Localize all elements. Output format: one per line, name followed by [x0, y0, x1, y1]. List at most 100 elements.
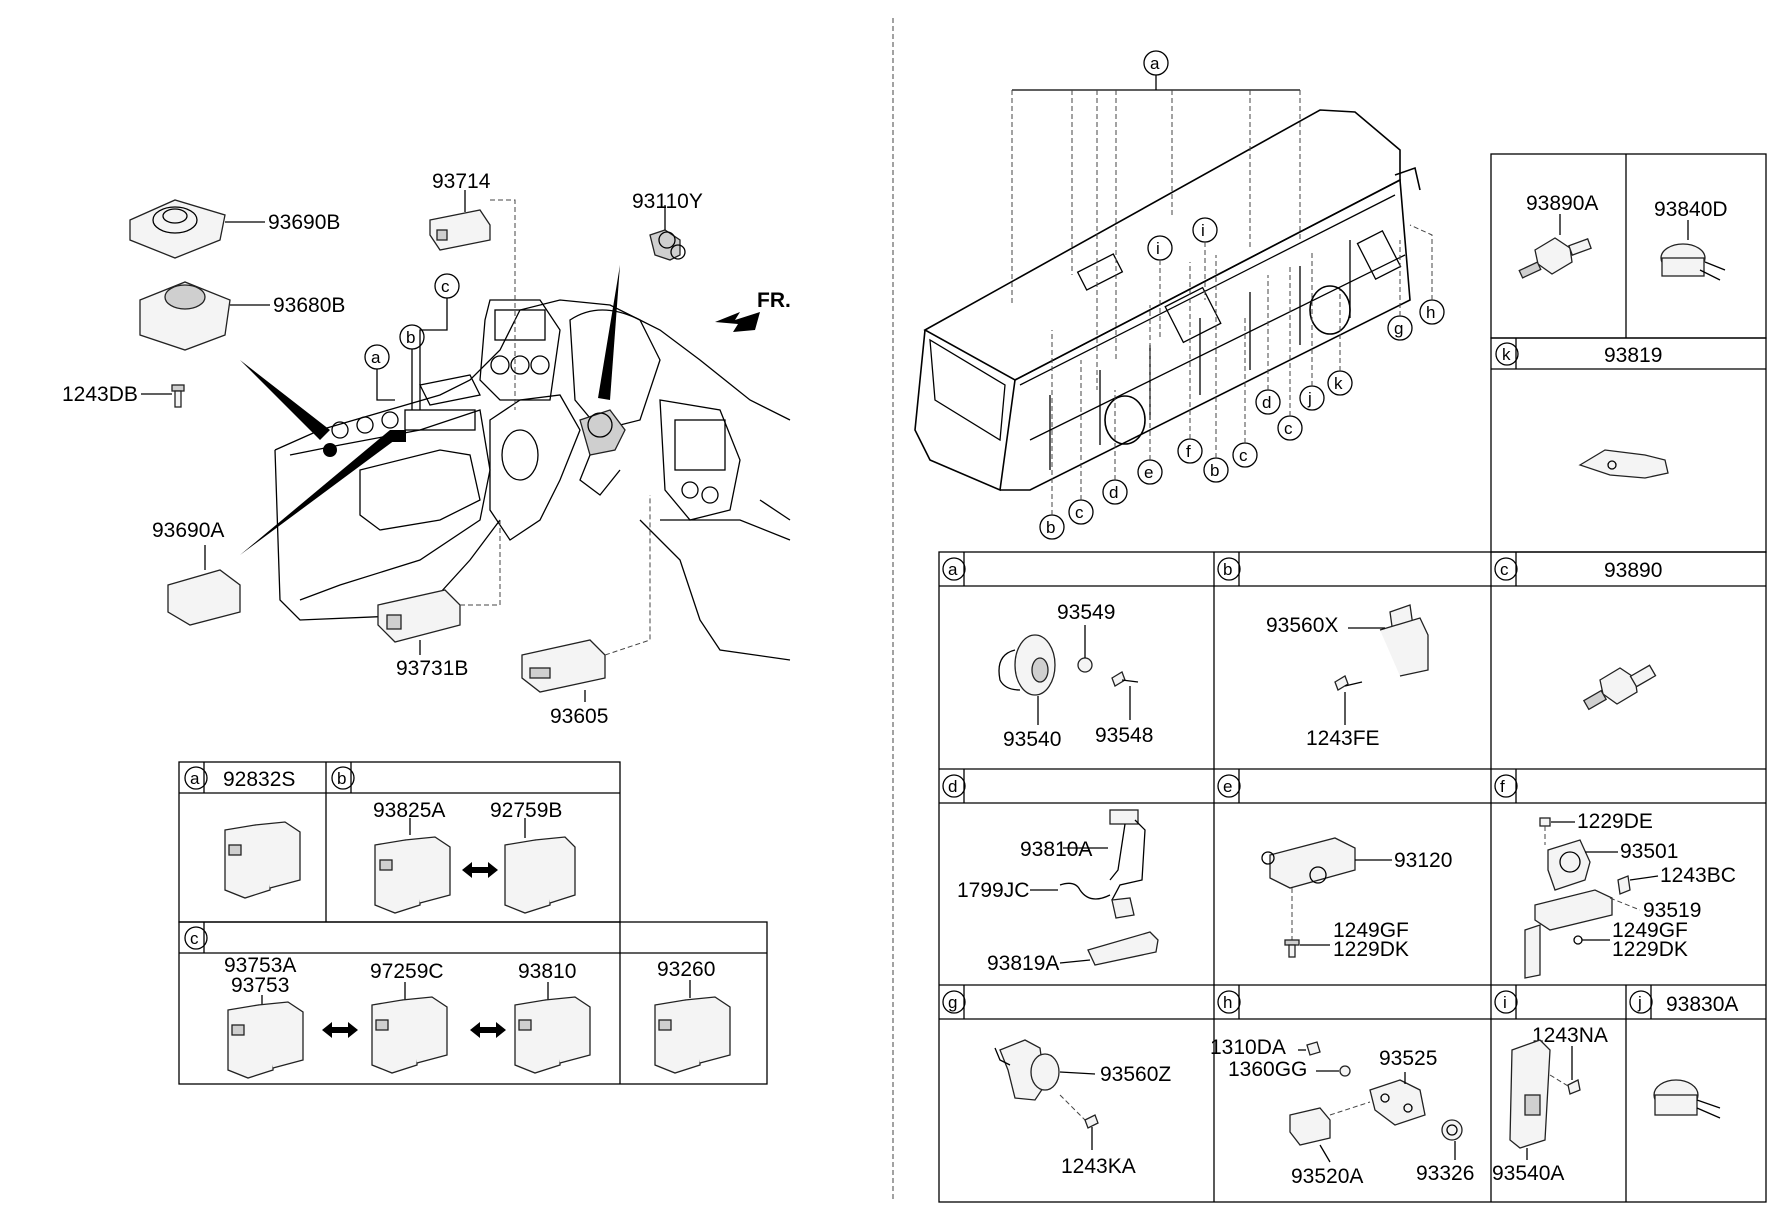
- detail-title-j: 93830A: [1666, 993, 1738, 1016]
- switch-93120: [1269, 837, 1356, 889]
- part-label-93690A: 93690A: [152, 519, 224, 542]
- switch-93560Z: [999, 1039, 1046, 1101]
- bus-callout-j: j: [1307, 389, 1312, 408]
- part-93714: 93714: [429, 170, 516, 410]
- detail-letter-d: d: [948, 777, 957, 796]
- switch-cell-letter-a: a: [190, 769, 200, 788]
- part-label-93540: 93540: [1003, 728, 1061, 751]
- part-label-1243NA: 1243NA: [1532, 1024, 1608, 1047]
- part-label-93840D: 93840D: [1654, 198, 1728, 221]
- part-93680B: 93680B: [139, 281, 345, 351]
- switch-93260: 93260: [654, 958, 731, 1074]
- switch-92759B: 92759B: [490, 799, 576, 914]
- bracket-93819: [1578, 449, 1669, 479]
- detail-cell-b: b 93560X 1243FE: [1217, 557, 1429, 750]
- part-label-93520A: 93520A: [1291, 1165, 1363, 1188]
- detail-cell-d: d 93810A 1799JC 93819A: [942, 774, 1159, 975]
- bus-callout-i1: i: [1156, 239, 1160, 258]
- detail-letter-f: f: [1500, 777, 1505, 796]
- detail-letter-a: a: [948, 560, 958, 579]
- part-label-93810A: 93810A: [1020, 838, 1092, 861]
- front-label: FR.: [757, 289, 791, 312]
- part-93690B: 93690B: [129, 199, 340, 259]
- bus-callout-b2: b: [1210, 461, 1219, 480]
- detail-letter-j: j: [1637, 993, 1642, 1012]
- part-label-1249GF-e: 1249GF: [1333, 919, 1409, 942]
- part-label-93825A: 93825A: [373, 799, 445, 822]
- detail-cell-a: a 93549 93540 93548: [942, 557, 1153, 751]
- sensor-93830A: [1653, 1079, 1721, 1119]
- switch-cell-letter-b: b: [337, 769, 346, 788]
- part-93605: 93605: [521, 495, 651, 728]
- part-label-93110Y: 93110Y: [632, 190, 703, 213]
- part-label-1799JC: 1799JC: [957, 879, 1029, 902]
- detail-letter-b: b: [1223, 560, 1232, 579]
- switch-97259C: 97259C: [370, 960, 448, 1074]
- part-label-1229DK-f: 1229DK: [1612, 938, 1688, 961]
- bus-callout-e: e: [1144, 463, 1153, 482]
- detail-letter-g: g: [948, 993, 957, 1012]
- part-93110Y: 93110Y: [632, 190, 703, 261]
- dash-callout-c-letter: c: [441, 277, 450, 296]
- bus-callout-a-letter: a: [1150, 54, 1160, 73]
- part-label-93120: 93120: [1394, 849, 1452, 872]
- part-label-93731B: 93731B: [396, 657, 468, 680]
- bus-callout-f: f: [1186, 442, 1191, 461]
- part-label-93326: 93326: [1416, 1162, 1474, 1185]
- detail-cell-c: c 93890: [1494, 557, 1662, 711]
- part-label-93890A: 93890A: [1526, 192, 1598, 215]
- part-label-1249GF-f: 1249GF: [1612, 919, 1688, 942]
- switch-92832S: [224, 821, 301, 899]
- part-label-93605: 93605: [550, 705, 608, 728]
- panel-93540A: [1509, 1039, 1551, 1149]
- bus-callouts: i i b c d e f b c d c j k g h: [1039, 217, 1445, 540]
- sensor-93890A: [1518, 237, 1592, 279]
- dash-callout-a-letter: a: [371, 348, 381, 367]
- dashboard-illustration: FR.: [240, 265, 791, 661]
- detail-cell-j: j 93830A: [1629, 990, 1738, 1119]
- bus-callout-d2: d: [1262, 393, 1271, 412]
- detail-title-c: 93890: [1604, 559, 1662, 582]
- side-box-k: k 93819: [1490, 337, 1767, 553]
- sensor-93840D: [1660, 243, 1726, 281]
- dash-callout-a: a: [364, 344, 395, 401]
- detail-letter-e: e: [1223, 777, 1232, 796]
- part-label-1229DE: 1229DE: [1577, 810, 1653, 833]
- detail-cell-g: g 93560Z 1243KA: [942, 990, 1171, 1178]
- bus-callout-h: h: [1426, 303, 1435, 322]
- swap-arrow-b: [462, 862, 498, 878]
- part-label-93519: 93519: [1643, 899, 1701, 922]
- switch-cell-letter-c: c: [190, 929, 199, 948]
- switch-93825A: 93825A: [373, 799, 451, 914]
- part-label-1243BC: 1243BC: [1660, 864, 1736, 887]
- bus-callout-k: k: [1334, 374, 1343, 393]
- switch-93810: 93810: [514, 960, 591, 1074]
- part-label-1310DA: 1310DA: [1210, 1036, 1286, 1059]
- part-label-93680B: 93680B: [273, 294, 345, 317]
- part-93690A: 93690A: [152, 519, 241, 626]
- part-1243DB: 1243DB: [62, 383, 185, 408]
- part-label-93549: 93549: [1057, 601, 1115, 624]
- part-93731B: 93731B: [377, 520, 501, 680]
- detail-letter-i: i: [1503, 993, 1507, 1012]
- part-label-93525: 93525: [1379, 1047, 1437, 1070]
- part-label-93753A: 93753A: [224, 954, 296, 977]
- dash-callout-c: c: [419, 273, 460, 410]
- dash-callout-b-letter: b: [406, 328, 415, 347]
- bus-illustration: [914, 109, 1421, 492]
- side-box-k-letter: k: [1502, 345, 1511, 364]
- detail-cell-e: e 93120 1249GF 1229DK: [1217, 774, 1452, 961]
- part-label-93810: 93810: [518, 960, 576, 983]
- part-label-1229DK-e: 1229DK: [1333, 938, 1409, 961]
- side-box-top: 93890A 93840D: [1490, 153, 1767, 339]
- bus-leader-a: a: [1011, 50, 1301, 390]
- bus-callout-g: g: [1394, 319, 1403, 338]
- part-label-93753: 93753: [231, 974, 289, 997]
- dash-callout-b: b: [399, 324, 425, 410]
- switch-cell-title-a: 92832S: [223, 768, 295, 791]
- swap-arrow-c1: [322, 1022, 358, 1038]
- part-label-93548: 93548: [1095, 724, 1153, 747]
- side-box-k-title: 93819: [1604, 344, 1662, 367]
- detail-cell-i: i 1243NA 93540A: [1492, 990, 1608, 1185]
